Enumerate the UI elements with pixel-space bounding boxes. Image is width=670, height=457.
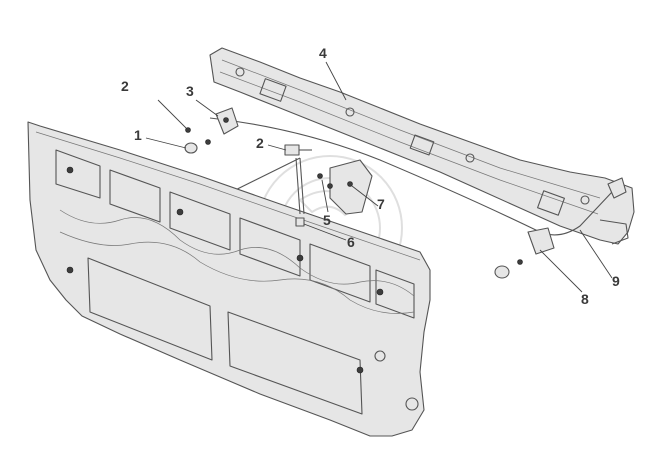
callout-labels: 2 3 1 2 4 5 6 7 8 9 [121, 45, 620, 307]
callout-1: 1 [134, 127, 142, 143]
callout-2b: 2 [256, 135, 264, 151]
front-panel [27, 121, 431, 437]
hinge-bracket-left [215, 107, 239, 135]
latch [607, 177, 627, 199]
upper-cross-member [209, 47, 635, 245]
callout-8: 8 [581, 291, 589, 307]
callout-3: 3 [186, 83, 194, 99]
callout-7: 7 [377, 196, 385, 212]
bolt-part-2b [284, 144, 312, 156]
leader-lines [145, 61, 613, 293]
callout-2a: 2 [121, 78, 129, 94]
hinge-bracket-right [494, 227, 555, 279]
callout-5: 5 [323, 212, 331, 228]
callout-6: 6 [347, 234, 355, 250]
bolt-part-2a [185, 127, 211, 145]
mounting-plate [317, 159, 373, 215]
support-strut [295, 157, 305, 227]
callout-9: 9 [612, 273, 620, 289]
callout-4: 4 [319, 45, 327, 61]
nut-part-1 [184, 142, 198, 154]
